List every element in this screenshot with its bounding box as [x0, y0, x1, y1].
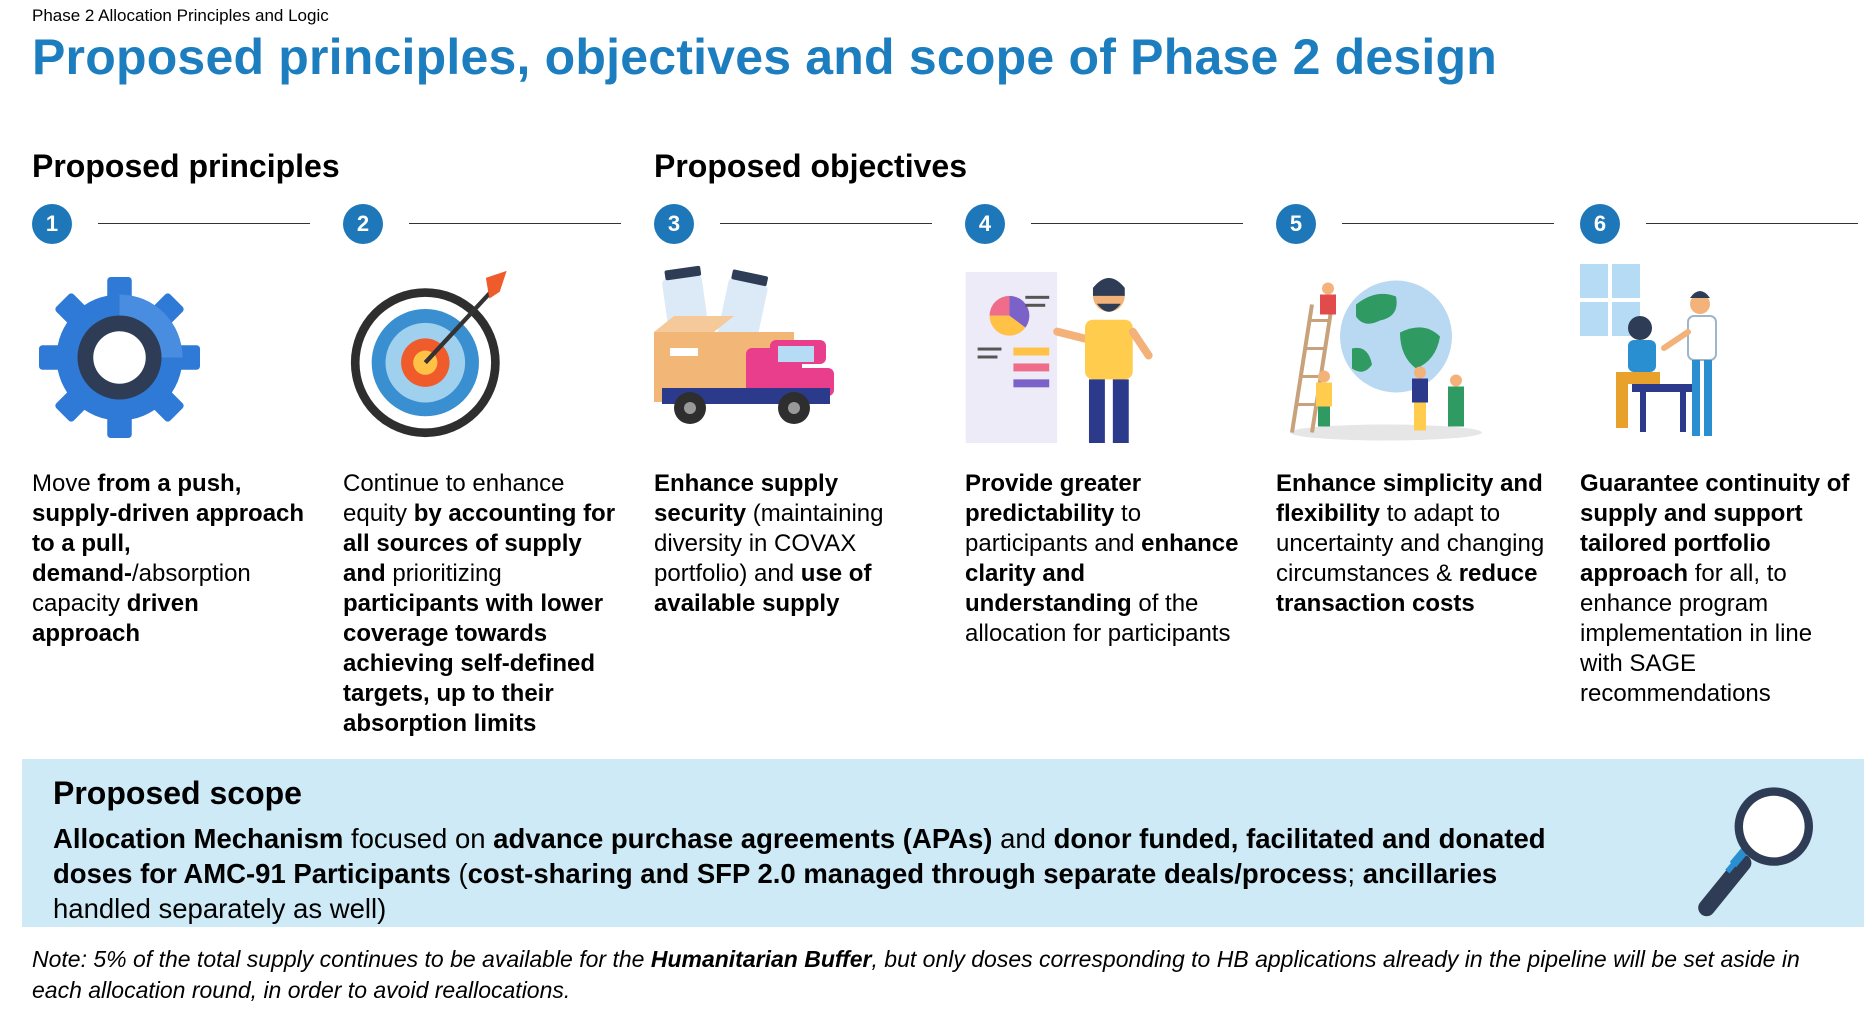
divider — [1342, 223, 1554, 224]
principles-heading: Proposed principles — [32, 148, 340, 184]
objective-text: Guarantee continuity of supply and suppo… — [1580, 470, 1850, 707]
target-icon — [343, 264, 543, 454]
principle-card-2: 2 Continue to enhance equity by accounti… — [343, 200, 621, 737]
objective-card-3: 3 Enhance supply security (maintaining d… — [654, 200, 932, 617]
objective-text: Enhance supply security (maintaining div… — [654, 470, 884, 617]
principle-text: Continue to enhance equity by accounting… — [343, 470, 616, 737]
footnote: Note: 5% of the total supply continues t… — [32, 946, 1800, 1003]
principle-card-1: 1 Move from a push, supply-drive — [32, 200, 310, 647]
step-number-badge: 4 — [965, 204, 1005, 244]
divider — [98, 223, 310, 224]
divider — [720, 223, 932, 224]
vaccination-icon — [1580, 264, 1780, 454]
principle-text: Move from a push, supply-driven approach… — [32, 470, 305, 647]
objective-card-4: 4 Provide greater predictability to part… — [965, 200, 1243, 647]
magnifier-icon — [1682, 779, 1832, 919]
objective-text: Enhance simplicity and flexibility to ad… — [1276, 470, 1545, 617]
step-number-badge: 2 — [343, 204, 383, 244]
divider — [1031, 223, 1243, 224]
objective-text: Provide greater predictability to partic… — [965, 470, 1239, 647]
divider — [1646, 223, 1858, 224]
step-number-badge: 6 — [1580, 204, 1620, 244]
presenter-chart-icon — [965, 268, 1165, 458]
step-number-badge: 1 — [32, 204, 72, 244]
page-title: Proposed principles, objectives and scop… — [32, 29, 1497, 85]
scope-text: Allocation Mechanism focused on advance … — [53, 823, 1546, 924]
scope-panel: Proposed scope Allocation Mechanism focu… — [22, 759, 1864, 927]
step-number-badge: 5 — [1276, 204, 1316, 244]
objective-card-5: 5 Enhance simplicity and flexibilit — [1276, 200, 1554, 617]
objectives-heading: Proposed objectives — [654, 148, 967, 184]
divider — [409, 223, 621, 224]
globe-people-icon — [1276, 260, 1482, 450]
step-number-badge: 3 — [654, 204, 694, 244]
eyebrow-label: Phase 2 Allocation Principles and Logic — [32, 6, 329, 25]
vaccine-truck-icon — [654, 260, 854, 450]
objective-card-6: 6 Guarantee continuity of supply and sup… — [1580, 200, 1858, 707]
gear-icon — [32, 270, 232, 460]
scope-heading: Proposed scope — [53, 775, 302, 811]
